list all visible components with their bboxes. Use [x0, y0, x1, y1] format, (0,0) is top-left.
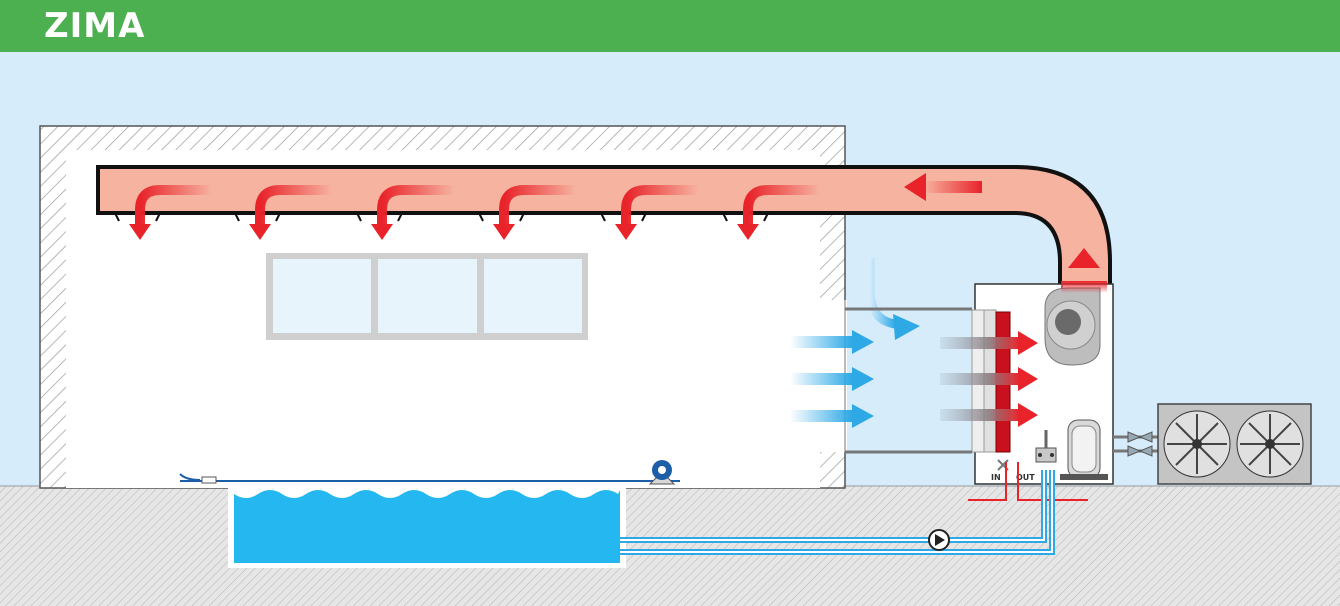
header-bar: ZIMA [0, 0, 1340, 52]
page-title: ZIMA [44, 6, 146, 46]
return-air-arrows [790, 258, 920, 428]
hot-air-arrow [249, 185, 332, 240]
outlet-label: OUT [1016, 473, 1035, 482]
inlet-label: IN [991, 473, 1001, 482]
fan-blower-icon [1044, 287, 1101, 366]
pool-cover-reel-icon [648, 460, 676, 485]
hot-air-arrow [493, 185, 576, 240]
circulation-pump-icon [928, 529, 950, 551]
ground [0, 486, 1340, 606]
outdoor-fan-unit-icon [1157, 403, 1312, 485]
hot-air-arrow [737, 185, 820, 240]
compressor-icon [1060, 419, 1108, 480]
water-pipes [620, 470, 1055, 555]
return-duct-arrow [904, 173, 982, 201]
swimming-pool [180, 480, 680, 568]
supply-air-arrows [114, 185, 820, 240]
hot-air-arrow [129, 185, 212, 240]
air-duct [96, 165, 1112, 292]
pool-dehumidifier-diagram: IN OUT [0, 125, 1340, 606]
fan-out-arrow [1061, 248, 1107, 293]
valve-icon [1127, 431, 1153, 457]
coil-air-arrows [940, 331, 1038, 427]
window-icon [266, 253, 588, 340]
hot-air-arrow [615, 185, 698, 240]
hot-air-arrow [371, 185, 454, 240]
